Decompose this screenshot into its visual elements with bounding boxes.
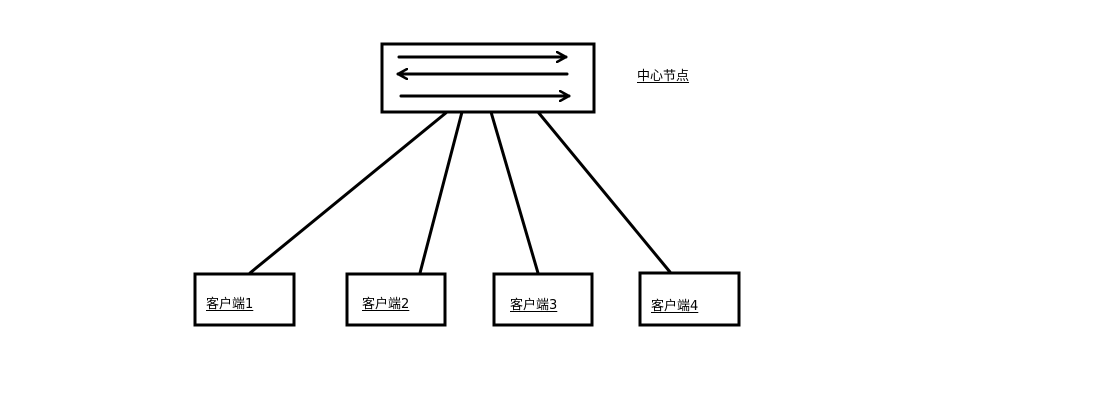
center-node-box: [380, 42, 596, 114]
client-label-2: 客户端2: [362, 297, 410, 312]
connection-line-client-2: [418, 110, 464, 275]
client-box-1: [193, 272, 296, 327]
client-box-4: [638, 271, 741, 327]
client-label-3: 客户端3: [510, 298, 558, 313]
center-node-label: 中心节点: [637, 69, 690, 84]
connection-line-client-1: [248, 110, 449, 275]
client-box-2: [345, 272, 447, 327]
client-label-4: 客户端4: [651, 299, 699, 314]
connection-line-client-4: [536, 110, 672, 274]
client-label-1: 客户端1: [206, 297, 254, 312]
connection-line-client-3: [489, 110, 540, 275]
client-box-3: [492, 272, 594, 327]
